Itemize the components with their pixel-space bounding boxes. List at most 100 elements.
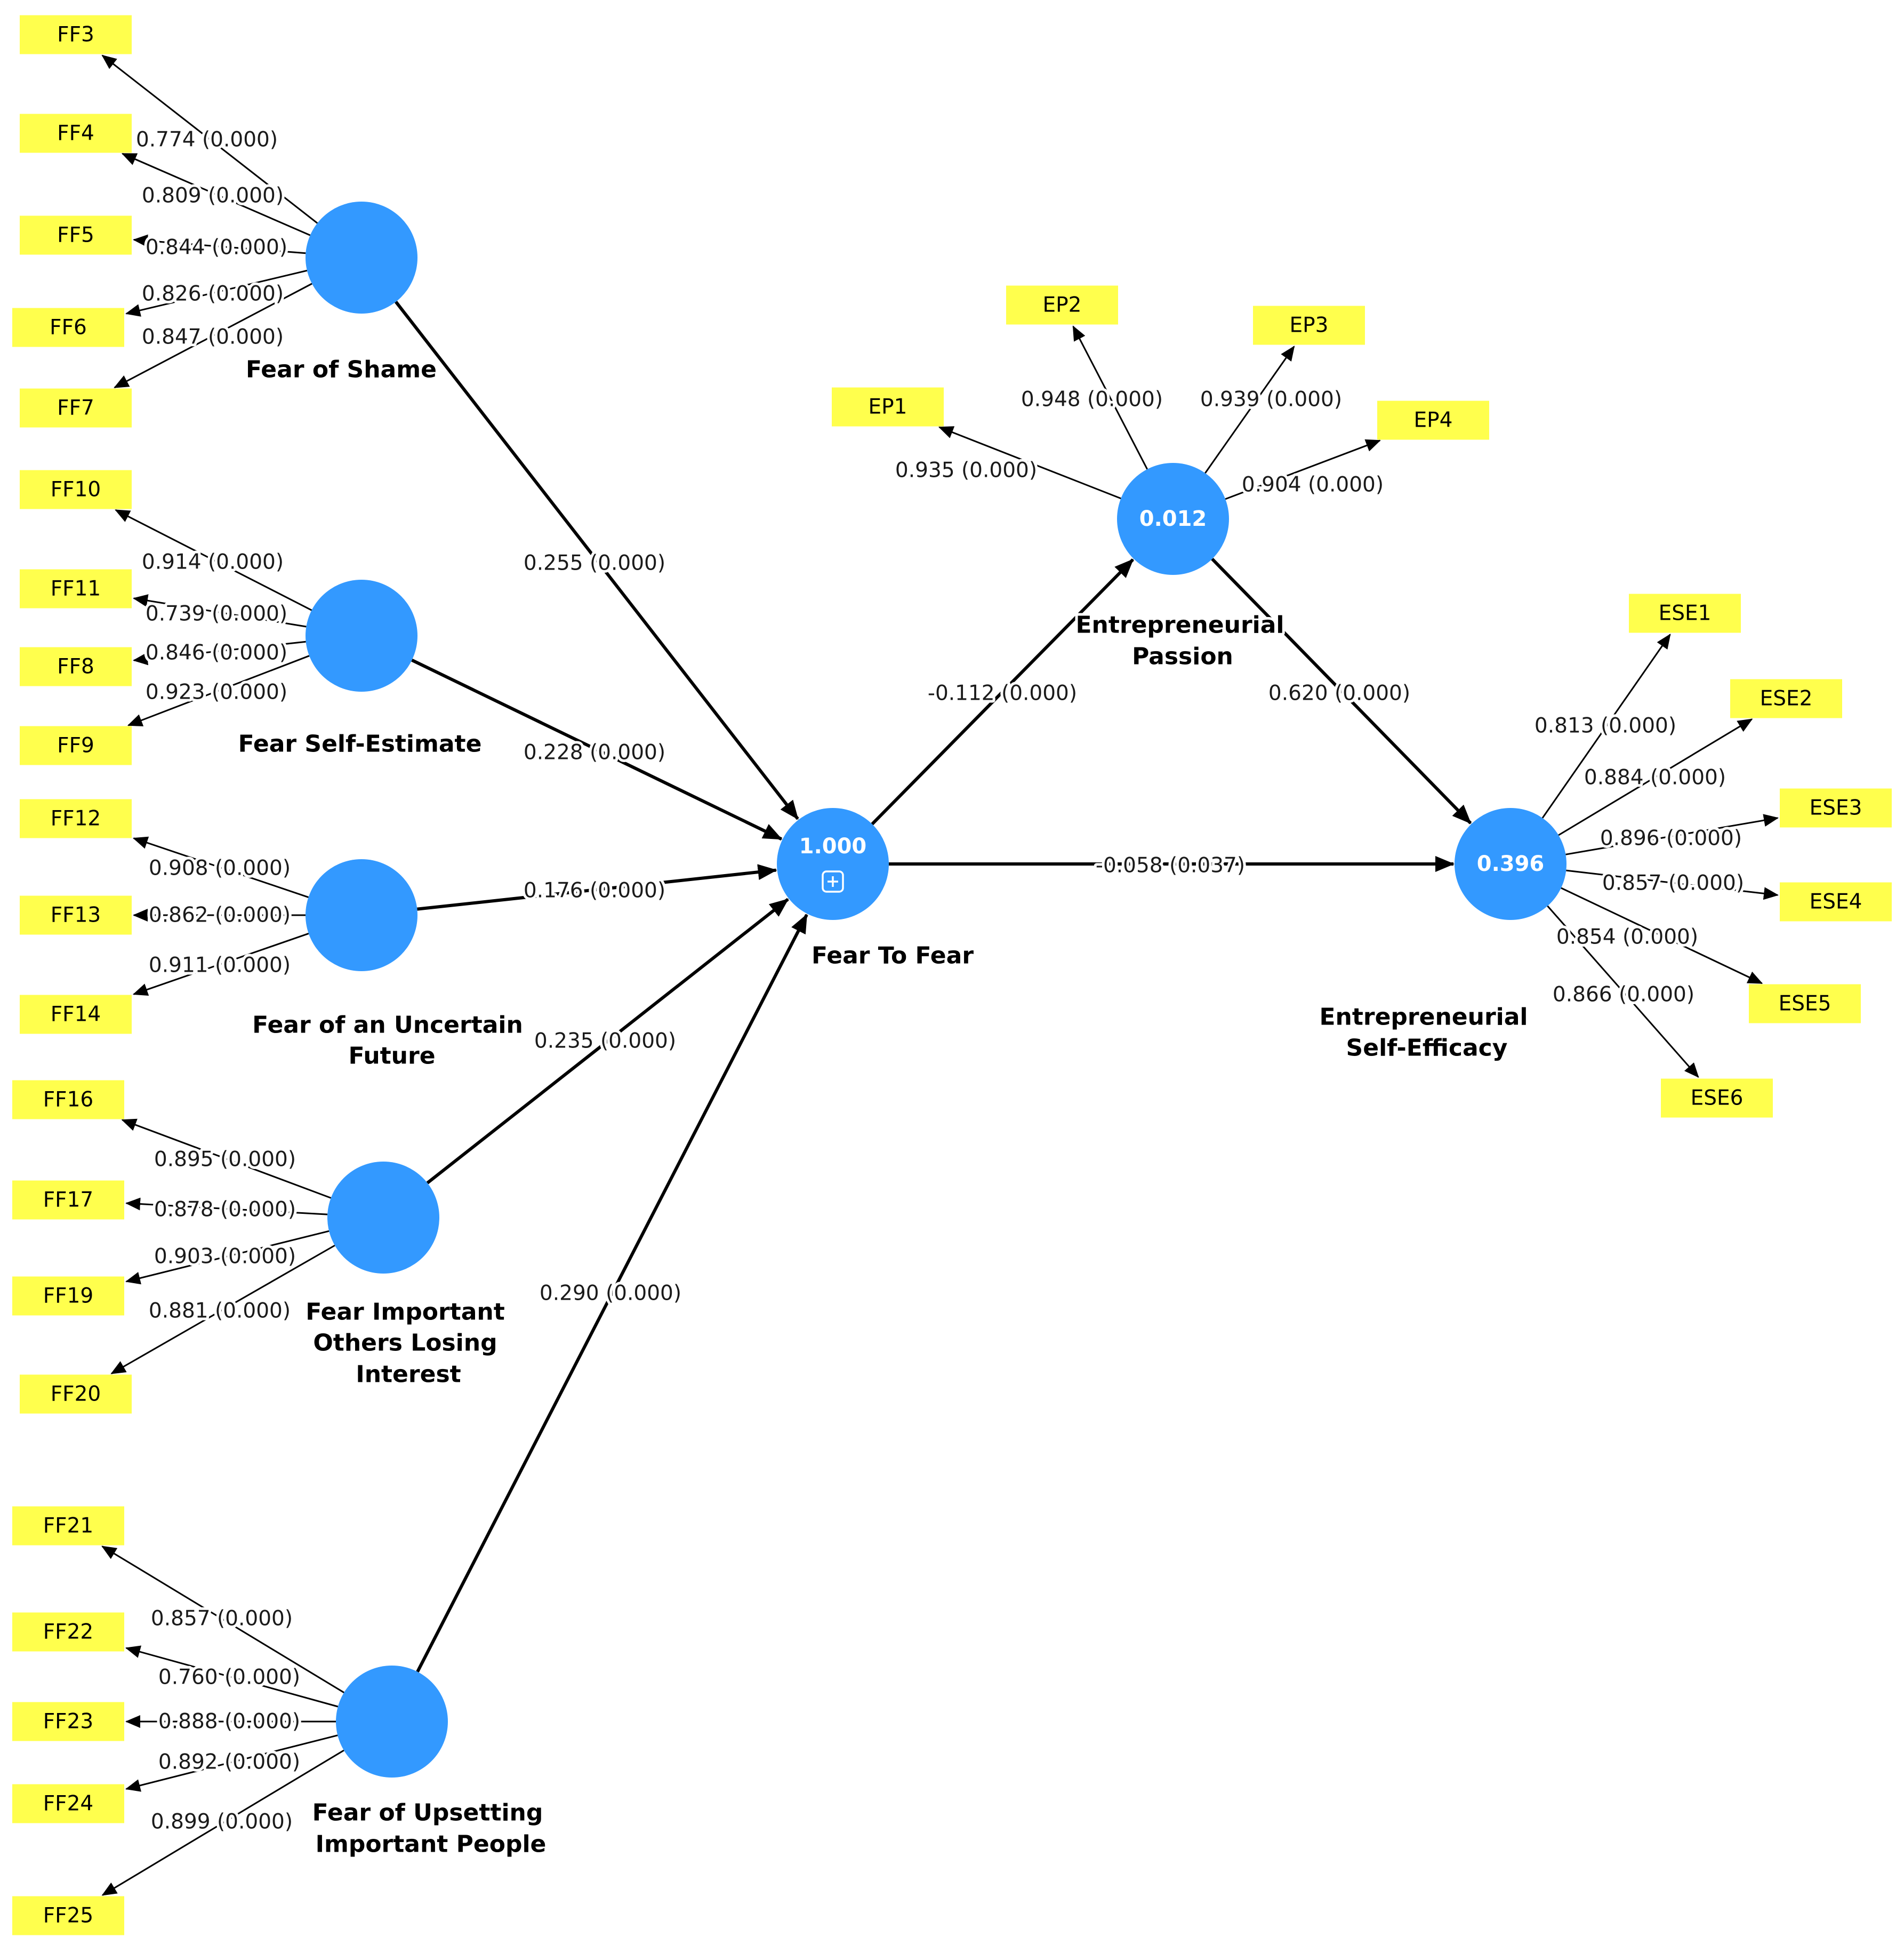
indicator-box — [1780, 882, 1892, 922]
indicator-box — [20, 388, 132, 428]
loading-label-ff22: 0.760 (0.000) — [158, 1666, 300, 1690]
loading-label-ff6: 0.826 (0.000) — [142, 282, 284, 306]
latent-circle — [306, 859, 417, 971]
indicator-box — [20, 15, 132, 54]
loading-arrow-ep2 — [1072, 325, 1148, 470]
loading-label-ff17: 0.878 (0.000) — [154, 1198, 296, 1222]
loading-label-ff21: 0.857 (0.000) — [151, 1607, 293, 1631]
indicator-ff7[interactable]: FF7 — [20, 388, 132, 428]
indicator-box — [20, 215, 132, 255]
indicator-ff21[interactable]: FF21 — [12, 1506, 124, 1546]
indicator-ff17[interactable]: FF17 — [12, 1180, 124, 1220]
indicator-ep2[interactable]: EP2 — [1006, 285, 1118, 325]
indicator-box — [12, 1506, 124, 1546]
indicator-ff5[interactable]: FF5 — [20, 215, 132, 255]
latent-name-line-1: Fear Important — [306, 1299, 505, 1326]
indicator-ese1[interactable]: ESE1 — [1629, 594, 1741, 633]
indicator-label: FF6 — [50, 316, 87, 340]
path-coefficient-fear-uncertain-future-to-fear-to-fear: 0.176 (0.000) — [524, 879, 665, 903]
loading-label-ese5: 0.854 (0.000) — [1556, 925, 1698, 949]
loading-arrow-ep1 — [938, 426, 1121, 500]
indicator-ff23[interactable]: FF23 — [12, 1702, 124, 1741]
indicator-ese3[interactable]: ESE3 — [1780, 788, 1892, 828]
indicator-box — [1253, 306, 1365, 345]
indicator-ese6[interactable]: ESE6 — [1661, 1078, 1773, 1118]
loading-arrow-ese4 — [1566, 869, 1779, 900]
indicator-ep4[interactable]: EP4 — [1377, 401, 1489, 440]
latent-fear-self-estimate[interactable]: Fear Self-Estimate — [236, 580, 484, 761]
loading-arrow-ff17 — [125, 1197, 328, 1215]
loading-arrow-ese2 — [1558, 718, 1753, 836]
latent-circle — [1117, 463, 1229, 575]
loading-arrow-ff16 — [121, 1118, 332, 1199]
indicator-label: FF23 — [43, 1710, 94, 1734]
indicator-box — [12, 1276, 124, 1316]
indicator-ff6[interactable]: FF6 — [12, 308, 124, 347]
path-fear-important-others-to-fear-to-fear — [426, 898, 789, 1184]
indicator-box — [1629, 594, 1741, 633]
indicator-ff20[interactable]: FF20 — [20, 1374, 132, 1414]
indicator-ff14[interactable]: FF14 — [20, 995, 132, 1034]
path-fear-upsetting-people-to-fear-to-fear — [416, 914, 808, 1672]
indicator-box — [1661, 1078, 1773, 1118]
latent-fear-of-shame[interactable]: Fear of Shame — [243, 202, 439, 386]
path-coefficient-fear-of-shame-to-fear-to-fear: 0.255 (0.000) — [524, 551, 665, 575]
indicator-ff24[interactable]: FF24 — [12, 1784, 124, 1823]
indicator-ff9[interactable]: FF9 — [20, 726, 132, 765]
indicator-ff22[interactable]: FF22 — [12, 1612, 124, 1652]
loading-label-ff4: 0.809 (0.000) — [142, 184, 284, 208]
loading-arrow-ff12 — [132, 836, 309, 898]
loading-arrow-ff8 — [132, 641, 306, 666]
expand-plus-icon[interactable] — [822, 870, 844, 893]
indicator-ff19[interactable]: FF19 — [12, 1276, 124, 1316]
indicator-ese2[interactable]: ESE2 — [1730, 679, 1842, 718]
loading-arrow-ff24 — [125, 1734, 338, 1792]
indicator-ff4[interactable]: FF4 — [20, 114, 132, 153]
latent-name-line-1: Fear Self-Estimate — [238, 731, 482, 758]
loading-arrow-ff10 — [115, 509, 312, 611]
latent-name-line-3: Interest — [356, 1361, 461, 1388]
indicator-ff3[interactable]: FF3 — [20, 15, 132, 54]
path-entrepreneurial-passion-to-entrepreneurial-self-efficacy — [1211, 557, 1472, 825]
indicator-ff8[interactable]: FF8 — [20, 647, 132, 686]
indicator-ff12[interactable]: FF12 — [20, 799, 132, 838]
latent-name-line-1: Fear To Fear — [812, 942, 974, 970]
loading-label-ff24: 0.892 (0.000) — [158, 1750, 300, 1774]
path-fear-uncertain-future-to-fear-to-fear — [417, 864, 777, 911]
loading-arrow-ff6 — [125, 269, 308, 317]
indicator-ff25[interactable]: FF25 — [12, 1896, 124, 1935]
indicator-label: ESE3 — [1810, 796, 1862, 820]
latent-circle — [306, 202, 417, 314]
loading-arrow-ep3 — [1204, 346, 1295, 474]
loading-label-ff14: 0.911 (0.000) — [149, 954, 291, 978]
indicator-label: FF10 — [51, 478, 101, 502]
path-coefficient-fear-upsetting-people-to-fear-to-fear: 0.290 (0.000) — [540, 1282, 681, 1306]
indicator-ff16[interactable]: FF16 — [12, 1080, 124, 1119]
indicator-box — [12, 1612, 124, 1652]
indicator-ff10[interactable]: FF10 — [20, 470, 132, 509]
indicator-ff11[interactable]: FF11 — [20, 569, 132, 609]
loading-arrow-ep4 — [1225, 439, 1381, 500]
indicator-label: FF14 — [51, 1003, 101, 1027]
path-coefficient-entrepreneurial-passion-to-entrepreneurial-self-efficacy: 0.620 (0.000) — [1268, 682, 1410, 706]
indicator-box — [20, 799, 132, 838]
indicator-ese5[interactable]: ESE5 — [1749, 984, 1861, 1023]
indicator-ese4[interactable]: ESE4 — [1780, 882, 1892, 922]
indicator-label: FF24 — [43, 1792, 94, 1816]
indicator-ep1[interactable]: EP1 — [832, 387, 944, 427]
loading-label-ese3: 0.896 (0.000) — [1600, 827, 1742, 851]
indicator-ff13[interactable]: FF13 — [20, 895, 132, 935]
loading-label-ese6: 0.866 (0.000) — [1553, 983, 1694, 1007]
r-squared-value: 1.000 — [799, 834, 867, 859]
indicator-ep3[interactable]: EP3 — [1253, 306, 1365, 345]
indicator-label: FF3 — [57, 23, 94, 47]
indicator-label: FF22 — [43, 1620, 94, 1644]
indicator-label: EP4 — [1414, 409, 1453, 433]
